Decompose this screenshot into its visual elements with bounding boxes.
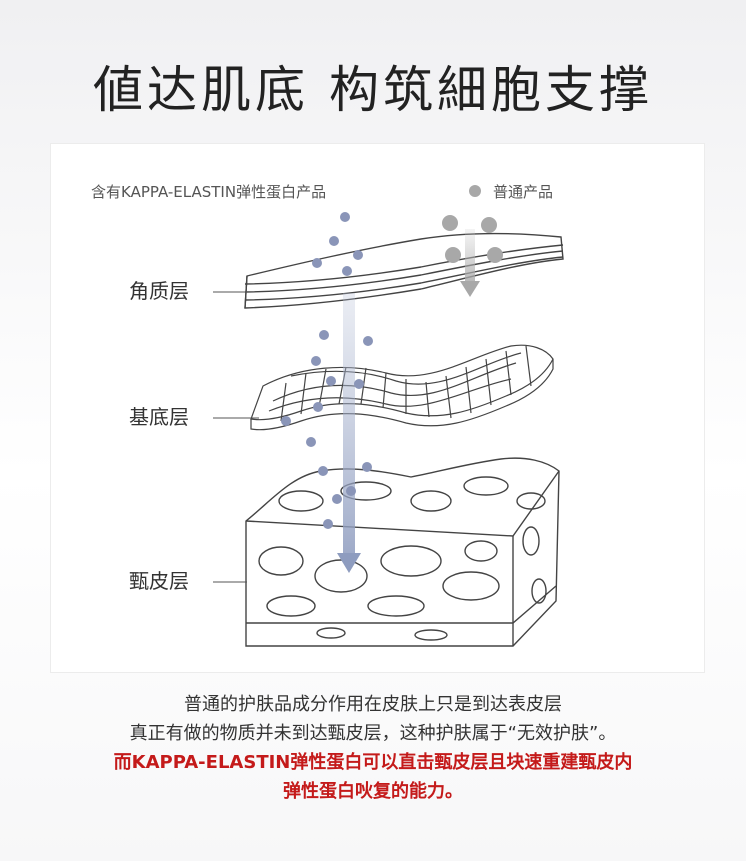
legend-normal-label: 普通产品 — [493, 183, 553, 201]
description-line-3: 而KAPPA-ELASTIN弹性蛋白可以直击甄皮层且块速重建甄皮内 — [0, 748, 746, 777]
legend-kappa-label: 含有KAPPA-ELASTIN弹性蛋白产品 — [91, 183, 326, 201]
description-highlight: 而KAPPA-ELASTIN弹性蛋白可以直击甄皮层且块速重建甄皮内 弹性蛋白吙复… — [0, 748, 746, 806]
description-normal: 普通的护肤品成分作用在皮肤上只是到达表皮层 真正有做的物质并未到达甄皮层，这种护… — [0, 690, 746, 748]
label-dermis: 甄皮层 — [129, 569, 189, 593]
label-basal: 基底层 — [129, 405, 189, 429]
skin-layer-diagram: 含有KAPPA-ELASTIN弹性蛋白产品 普通产品 — [51, 144, 704, 672]
stratum-corneum-layer — [245, 234, 563, 309]
headline: 値达肌底 构筑細胞支撑 — [0, 50, 746, 122]
dermis-layer — [246, 458, 559, 646]
skin-layer-diagram-panel: 含有KAPPA-ELASTIN弹性蛋白产品 普通产品 — [50, 143, 705, 673]
normal-penetration-arrowhead — [460, 281, 480, 297]
label-stratum-corneum: 角质层 — [129, 279, 189, 303]
normal-penetration-arrow-shaft — [465, 229, 475, 281]
description-line-4: 弹性蛋白吙复的能力。 — [0, 777, 746, 806]
description-line-1: 普通的护肤品成分作用在皮肤上只是到达表皮层 — [0, 690, 746, 719]
description-line-2: 真正有做的物质并未到达甄皮层，这种护肤属于“无效护肤”。 — [0, 719, 746, 748]
kappa-penetration-arrow-shaft — [343, 293, 355, 553]
legend-normal-dot — [469, 185, 481, 197]
basal-layer — [251, 345, 553, 429]
